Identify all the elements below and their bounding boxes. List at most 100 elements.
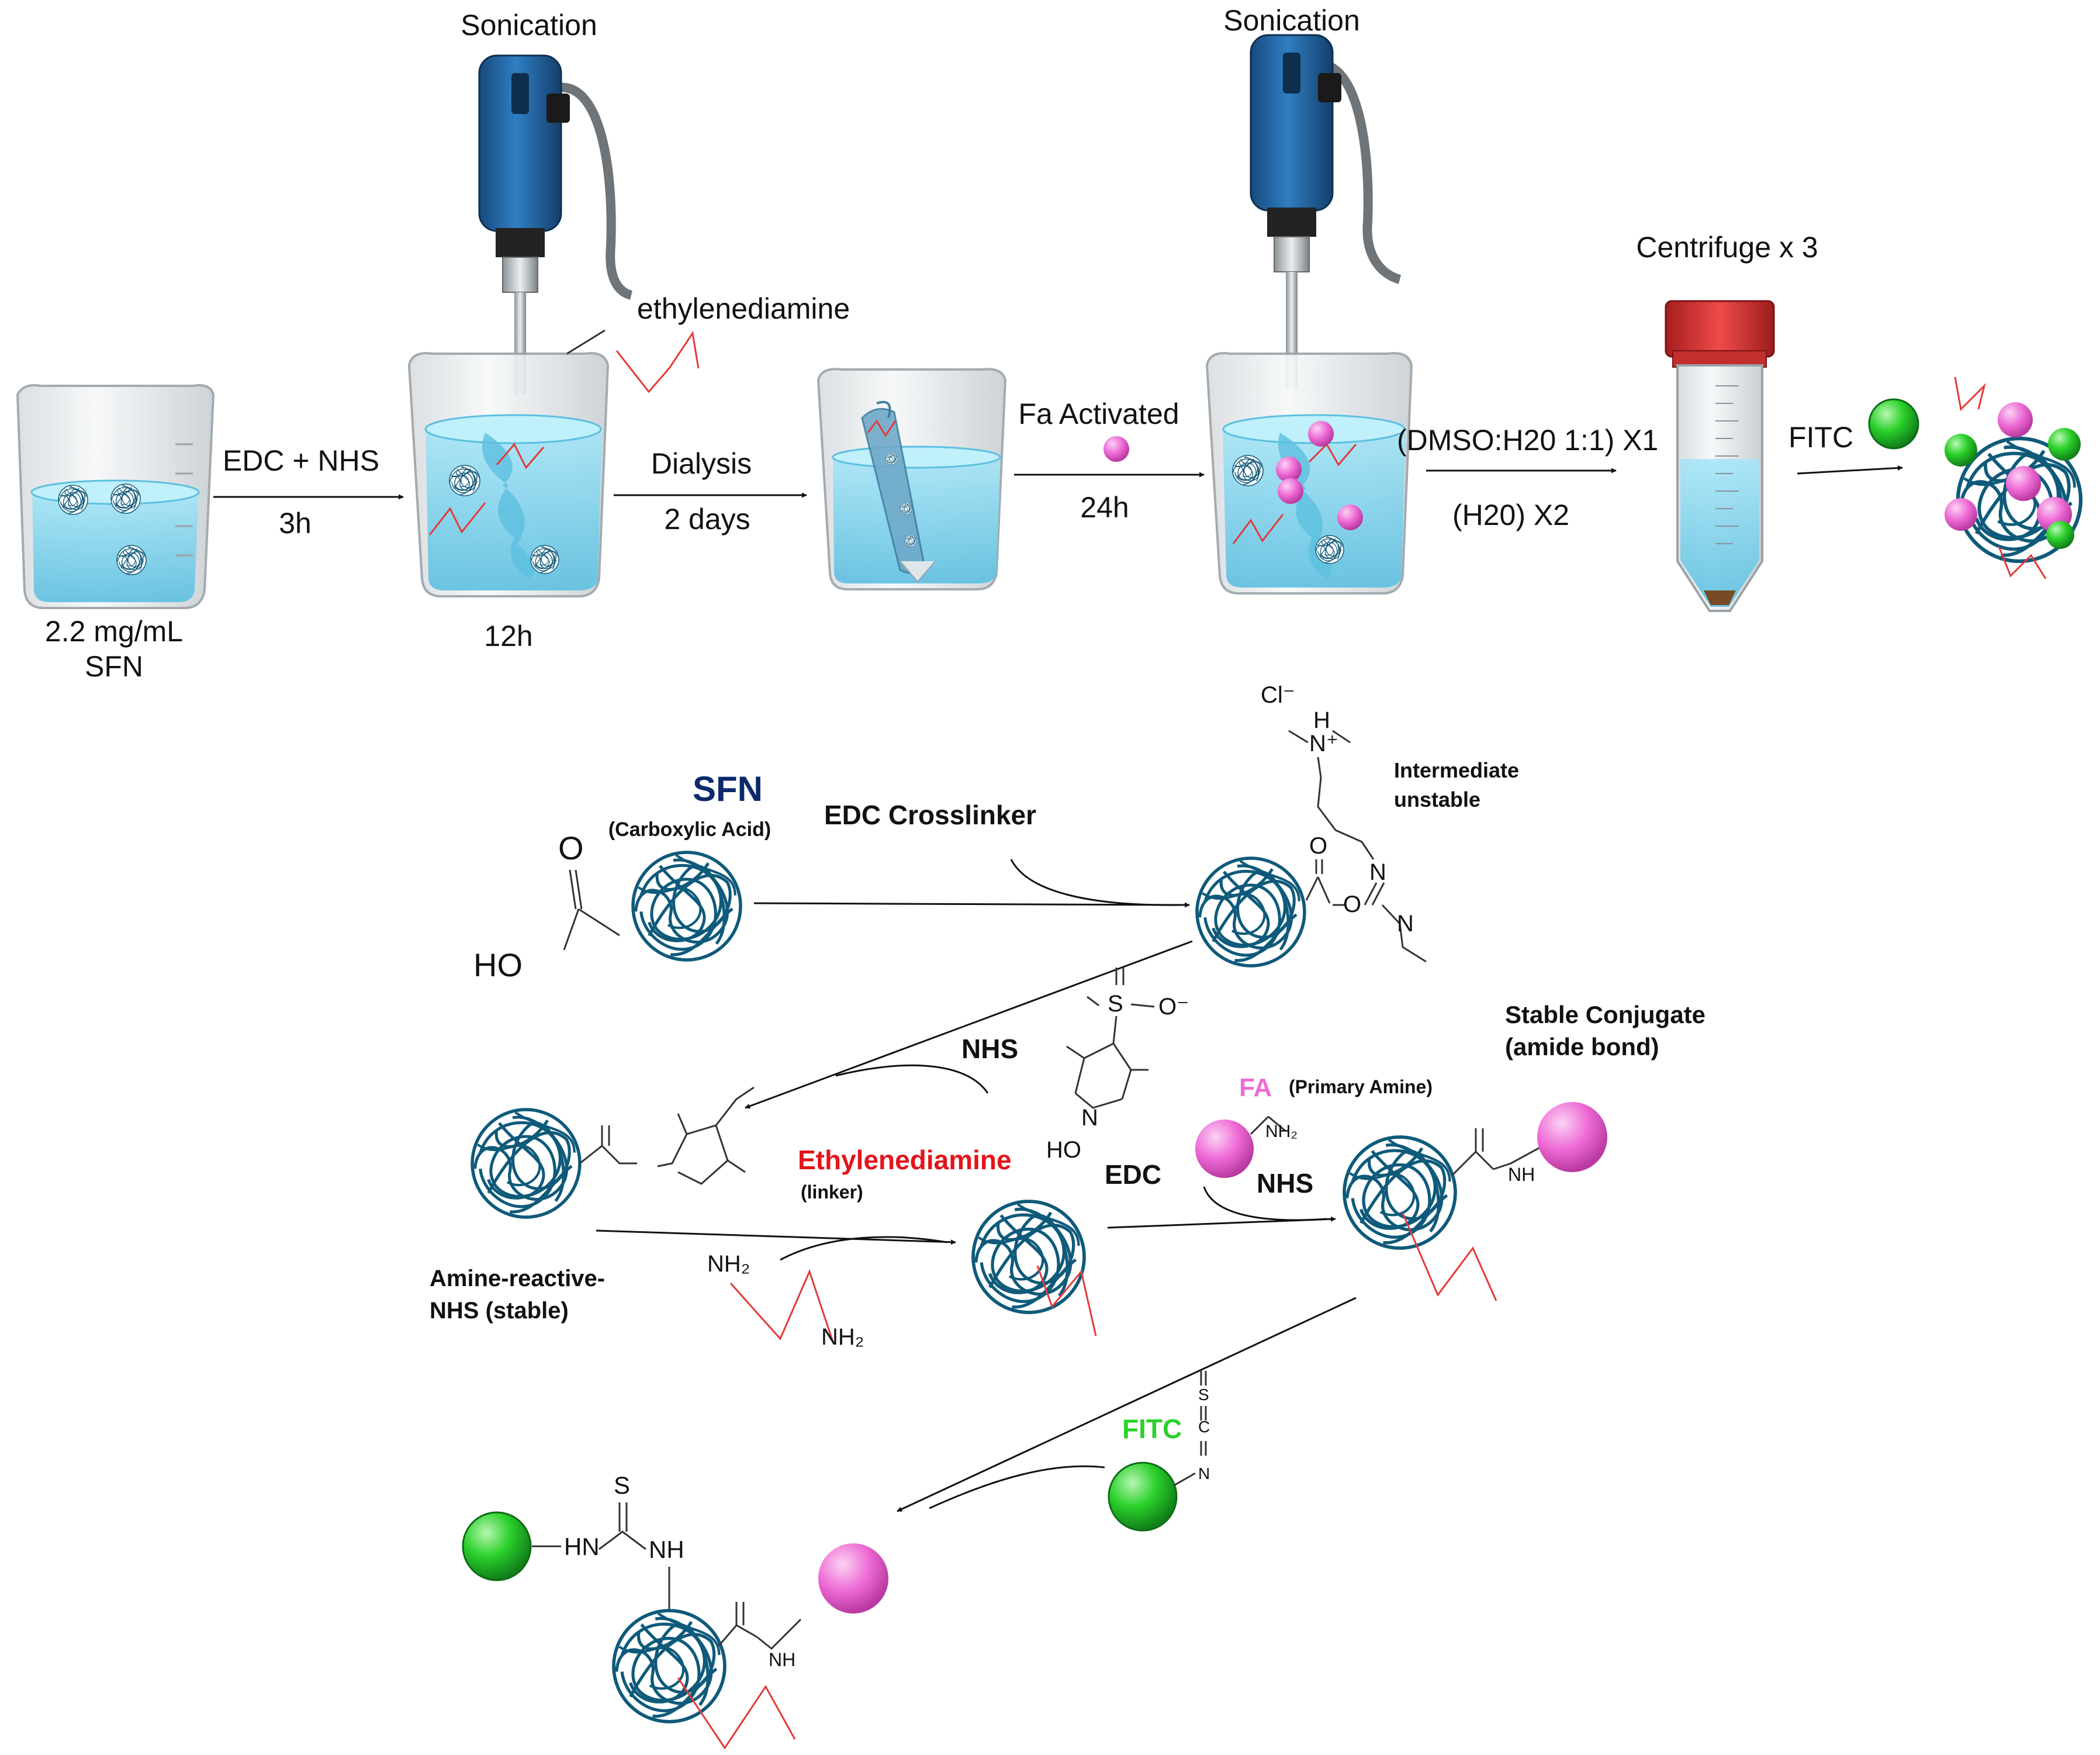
edc-curve (1010, 859, 1181, 906)
sonicator-probe-2 (1250, 34, 1402, 389)
chem-n-fitc: N (1198, 1464, 1210, 1483)
nhs-ester-nanoparticle (472, 1110, 580, 1217)
start-concentration: 2.2 mg/mL (45, 615, 183, 648)
chem-n2: N (1397, 911, 1414, 937)
step4-label: Fa Activated (1018, 398, 1179, 430)
nhs-ring-bonds (1066, 968, 1155, 1109)
sonication-label-2: Sonication (1223, 4, 1360, 37)
chem-s-sulfo: S (1108, 991, 1123, 1017)
beaker-dialysis (817, 368, 1007, 590)
chem-o-ester: O (1343, 892, 1361, 917)
nhs-label-2: NHS (1257, 1168, 1313, 1198)
chem-nh-amide: NH (1508, 1164, 1535, 1185)
ethylenediamine-title: Ethylenediamine (798, 1145, 1012, 1175)
beaker-sonication-2 (1205, 352, 1413, 595)
fitc-title: FITC (1122, 1414, 1182, 1444)
chem-nh-final: NH (769, 1649, 795, 1670)
fa-sub: (Primary Amine) (1289, 1076, 1433, 1097)
chem-c-fitc: C (1198, 1418, 1210, 1436)
linker-on-particle (1036, 1265, 1097, 1336)
fitc-particle-icon (1868, 398, 1919, 450)
sfn-sub: (Carboxylic Acid) (608, 818, 771, 841)
fa-amine-bond (1250, 1115, 1286, 1135)
carboxyl-bonds (563, 869, 620, 951)
chem-s-thiourea: S (614, 1471, 630, 1499)
chem-nh2-b: NH₂ (821, 1324, 864, 1350)
final-reagent-label: FITC (1788, 421, 1853, 454)
chem-nh-thiourea: NH (649, 1536, 684, 1563)
linker-nanoparticle (973, 1201, 1084, 1312)
final-linker-zigzag (677, 1677, 796, 1750)
wash1-label: (DMSO:H20 1:1) X1 (1397, 424, 1658, 457)
amide-bonds (1451, 1128, 1544, 1176)
intermediate-bonds (1305, 859, 1427, 963)
step1-reagent: EDC + NHS (223, 444, 379, 477)
chem-o-carbonyl: O (1309, 833, 1327, 859)
chem-cl: Cl⁻ (1261, 682, 1295, 708)
amine-reactive-line1: Amine-reactive- (430, 1266, 605, 1291)
final-nanoparticle (614, 1611, 725, 1722)
arrow-fitc-step (897, 1297, 1357, 1512)
linker-zigzag (615, 331, 700, 393)
step4-time: 24h (1080, 491, 1129, 524)
fa-sphere (1195, 1120, 1254, 1178)
stable-line2: (amide bond) (1505, 1033, 1659, 1060)
final-fa-sphere (818, 1543, 888, 1614)
chem-hn-thiourea: HN (564, 1533, 600, 1560)
fa-title: FA (1239, 1073, 1272, 1102)
linker-sub: (linker) (801, 1181, 863, 1203)
intermediate-line2: unstable (1394, 787, 1480, 811)
arrow-to-nhs-ester (745, 940, 1193, 1109)
stable-linker-zigzag (1402, 1212, 1497, 1301)
arrow-ethylenediamine (596, 1229, 956, 1245)
edc-crosslinker-label: EDC Crosslinker (824, 800, 1036, 830)
chem-nh2-fa: NH₂ (1265, 1122, 1298, 1141)
amine-reactive-line2: NHS (stable) (430, 1298, 569, 1324)
centrifuge-label: Centrifuge x 3 (1636, 231, 1818, 264)
step1-time: 3h (279, 507, 312, 540)
start-material: SFN (85, 650, 143, 683)
final-amide-bonds (718, 1602, 802, 1650)
chem-s-fitc: S (1198, 1386, 1209, 1404)
ethylenediamine-curve (780, 1236, 947, 1261)
arrow-edc (753, 902, 1190, 908)
chem-o-sulfo-minus: O⁻ (1158, 994, 1189, 1020)
chem-nh2-a: NH₂ (707, 1251, 750, 1277)
final-fitc-sphere (462, 1511, 532, 1581)
isothiocyanate-bonds (1174, 1371, 1207, 1486)
chem-n-succ: N (1081, 1105, 1098, 1131)
intermediate-line1: Intermediate (1394, 758, 1519, 782)
nhs-ester-bonds (579, 1086, 755, 1185)
chem-h: H (1313, 707, 1330, 733)
nhs-curve (835, 1064, 989, 1094)
beaker-sonication (407, 352, 610, 597)
sfn-title: SFN (693, 769, 763, 809)
intermediate-chain (1288, 730, 1375, 860)
step2-time: 12h (484, 620, 532, 652)
fa-bound-sphere (1537, 1102, 1607, 1172)
sonicator-probe (478, 54, 633, 395)
edc-label: EDC (1105, 1159, 1161, 1190)
chem-o: O (558, 830, 584, 866)
step3-time: 2 days (664, 503, 750, 536)
fa-curve (1203, 1186, 1327, 1221)
stable-line1: Stable Conjugate (1505, 1001, 1705, 1028)
fitc-curve (929, 1465, 1105, 1509)
chem-ho-succ: HO (1046, 1137, 1081, 1163)
fitc-sphere (1108, 1462, 1178, 1532)
sfn-nanoparticle (633, 852, 741, 960)
sonication-label: Sonication (461, 9, 597, 42)
nhs-label: NHS (961, 1034, 1018, 1064)
beaker-sfn (16, 384, 215, 609)
fa-particle-icon (1103, 436, 1129, 462)
centrifuge-tube (1665, 300, 1775, 612)
chem-n1: N (1369, 859, 1386, 885)
chem-ho: HO (473, 946, 523, 983)
intermediate-nanoparticle (1197, 858, 1305, 966)
chem-nplus: N⁺ (1309, 731, 1338, 756)
thiourea-bonds (598, 1502, 670, 1616)
stable-conjugate-nanoparticle (1344, 1137, 1455, 1248)
final-conjugate (1945, 376, 2081, 579)
linker-label: ethylenediamine (637, 292, 850, 325)
